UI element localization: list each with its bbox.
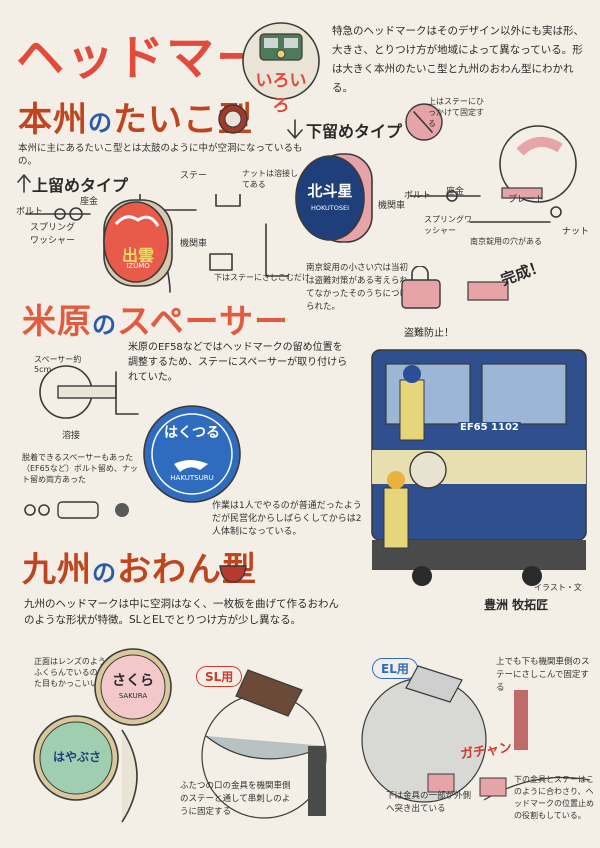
theft-text: 盗難防止！ <box>404 328 454 339</box>
izumo-sub: IZUMO <box>126 262 150 270</box>
label-weld: 溶接 <box>62 431 81 441</box>
label-lock-hole: 南京錠用の穴がある <box>470 237 542 246</box>
lower-type-diagram <box>405 103 577 223</box>
arrow-down-icon <box>287 119 303 139</box>
hakutsuru-sub: HAKUTSURU <box>170 474 214 482</box>
honshu-title-a: 本州 <box>18 100 88 140</box>
hayabusa-text: はやぶさ <box>52 750 101 764</box>
maibara-title-a: 米原 <box>22 302 92 342</box>
label-bolt-2: ボルト <box>404 191 432 201</box>
sakura-text: さくら <box>112 673 154 689</box>
label-plate: プレート <box>508 195 545 205</box>
bowl-icon <box>219 565 247 583</box>
upper-type-title: 上留めタイプ <box>32 176 129 195</box>
label-car-1: 機関車 <box>180 239 208 249</box>
maibara-title-c: スペーサー <box>117 302 289 342</box>
sl-note: ふたつの口の金具を機関車側のステーと通して串刺しのように固定する <box>180 781 291 817</box>
el-top-note: 上でも下も機関車側のステーにさしこんで固定する <box>496 657 590 693</box>
header-badge: いろいろ <box>240 20 322 116</box>
loco-number: EF65 1102 <box>458 422 521 433</box>
hokutosei-text: 北斗星 <box>307 182 353 200</box>
badge-text: いろいろ <box>255 71 307 116</box>
sakura-headmark: さくら SAKURA <box>92 646 174 728</box>
bolt-spacer-diagram <box>24 501 129 519</box>
author-name: 豊洲 牧拓匠 <box>484 598 549 612</box>
padlock-diagram <box>401 266 509 309</box>
hakutsuru-text: はくつる <box>164 425 220 441</box>
spacer-diagram <box>39 365 139 419</box>
izumo-headmark: 出雲 IZUMO <box>96 194 178 290</box>
done-text: 完成！ <box>498 256 547 290</box>
label-bottom: 下はステーにさしこむだけ <box>214 273 310 282</box>
honshu-title-b: の <box>88 109 113 137</box>
label-spring-2: スプリングワッシャー <box>424 215 472 235</box>
el-diagram <box>354 650 594 840</box>
el-side-note: 下の金具とステーはこのように合わさり、ヘッドマークの位置止めの役割もしている。 <box>514 775 594 820</box>
label-top-note: 上はステーにひっかけて固定する <box>428 97 484 128</box>
label-clamp: ナットは溶接してある <box>242 169 298 189</box>
hakutsuru-headmark: はくつる HAKUTSURU <box>140 402 244 506</box>
label-spacer: スペーサー約5cm <box>34 355 82 374</box>
locomotive-illustration: EF65 1102 <box>362 330 590 590</box>
hayabusa-headmark: はやぶさ <box>30 712 122 804</box>
train-front-icon <box>242 22 320 100</box>
bowl-side-diagram <box>121 729 138 823</box>
drum-icon <box>218 104 248 134</box>
label-washer-2: 座金 <box>446 187 465 197</box>
removed-spacer-note: 脱着できるスペーサーもあった（EF65など）ボルト留め、ナット留め両方あった <box>22 453 138 484</box>
lock-note: 南京錠用の小さい穴は当初は盗難対策がある考えられてなかったそのうちにつけられた。 <box>306 263 409 312</box>
label-stay: ステー <box>180 171 208 181</box>
kyushu-title-a: 九州 <box>22 550 92 590</box>
sakura-sub: SAKURA <box>118 692 148 700</box>
kyushu-desc: 九州のヘッドマークは中に空洞はなく、一枚板を曲げて作るおわんのような形状が特徴。… <box>24 598 339 626</box>
hokutosei-sub: HOKUTOSEI <box>310 204 350 212</box>
intro-text: 特急のヘッドマークはそのデザイン以外にも実は形、大きさ、とりつけ方が地域によって… <box>332 25 584 94</box>
lens-note: 正面はレンズのようにふくらんでいるので見た目もかっこいい。 <box>34 657 114 688</box>
sl-diagram <box>176 656 348 832</box>
kyushu-title-b: の <box>92 559 117 587</box>
maibara-title: 米原のスペーサー <box>22 304 289 343</box>
work-note: 作業は1人でやるのが普通だったようだが民営化からしばらくしてからは2人体制になっ… <box>212 501 362 537</box>
label-nut: 座金 <box>80 197 99 207</box>
el-bottom-note: 下は金具の一部が外側へ突き出ている <box>386 791 472 814</box>
honshu-desc: 本州に主にあるたいこ型とは太鼓のように中が空洞になっているもの。 <box>18 143 303 167</box>
illustration-credit: イラスト・文 <box>534 583 582 592</box>
arrow-up-icon <box>17 174 31 193</box>
izumo-text: 出雲 <box>121 246 154 265</box>
label-bolt: ボルト <box>16 207 44 217</box>
label-spring-washer: スプリングワッシャー <box>30 223 76 246</box>
hokutosei-headmark: 北斗星 HOKUTOSEI <box>290 150 374 246</box>
maibara-title-b: の <box>92 311 117 339</box>
lower-type-title: 下留めタイプ <box>306 122 403 141</box>
label-car-2: 機関車 <box>378 201 406 211</box>
label-nut-2: ナット <box>562 227 590 237</box>
maibara-desc: 米原のEF58などではヘッドマークの留め位置を調整するため、ステーにスペーサーが… <box>128 342 348 383</box>
sl-label: SL用 <box>196 666 243 687</box>
